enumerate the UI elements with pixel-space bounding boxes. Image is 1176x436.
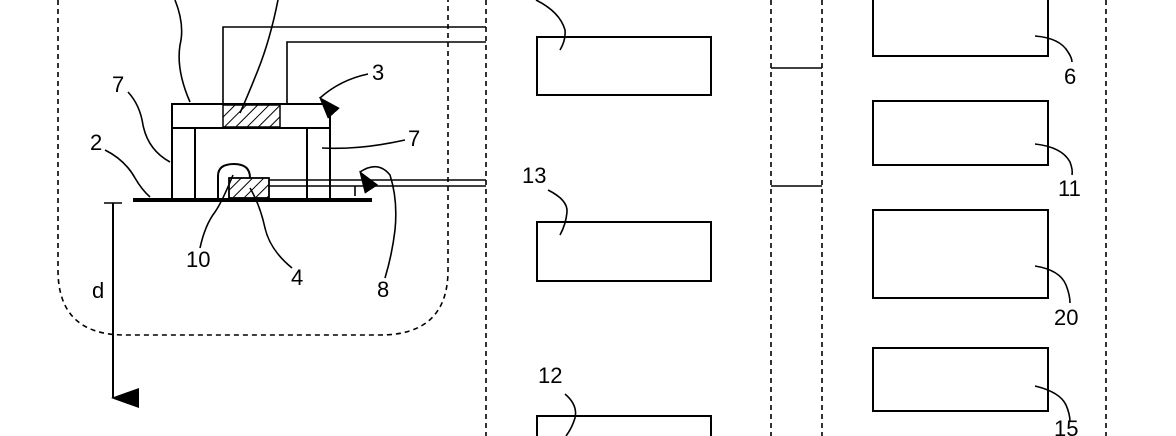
block-20 [872,209,1049,299]
ref-label-6: 6 [1064,64,1076,89]
ref-label-7-right: 7 [408,126,420,151]
sensor-element-4 [228,177,270,199]
block-6 [872,0,1049,57]
leader-15 [1034,385,1071,423]
leader-7-right [321,139,406,150]
leader-10 [199,174,234,249]
block-unlabeled-top [536,36,712,96]
leader-13 [547,189,568,236]
ref-label-3: 3 [372,60,384,85]
ref-label-10: 10 [186,247,210,272]
ref-label-20: 20 [1054,305,1078,330]
ref-label-8: 8 [377,277,389,302]
axis-label-d: d [92,278,104,303]
leader-9b [239,0,279,114]
block-12 [536,415,712,436]
leader-4 [249,187,293,269]
ref-label-15: 15 [1054,416,1078,436]
leader-12 [564,393,577,436]
leader-2 [104,149,151,198]
sensor-enclosure-dashed [57,0,449,336]
wire-lower [286,41,486,104]
block-15 [872,347,1049,412]
ref-label-7-left: 7 [112,72,124,97]
ref-label-12: 12 [538,363,562,388]
leader-top-mid [535,0,566,51]
ref-label-13: 13 [522,163,546,188]
leader-7-left [127,91,171,163]
leader-6 [1034,35,1073,63]
leader-9 [174,0,191,103]
wire-upper [222,26,486,104]
block-11 [872,100,1049,166]
block-13 [536,221,712,282]
hatched-element-9 [222,104,281,128]
cavity-10 [217,162,251,198]
ref-label-4: 4 [291,265,303,290]
ref-label-2: 2 [90,130,102,155]
leader-20 [1034,265,1071,304]
ref-label-11: 11 [1058,176,1081,201]
leader-11 [1034,143,1074,176]
leader-3 [318,73,369,119]
leader-8 [359,165,397,279]
